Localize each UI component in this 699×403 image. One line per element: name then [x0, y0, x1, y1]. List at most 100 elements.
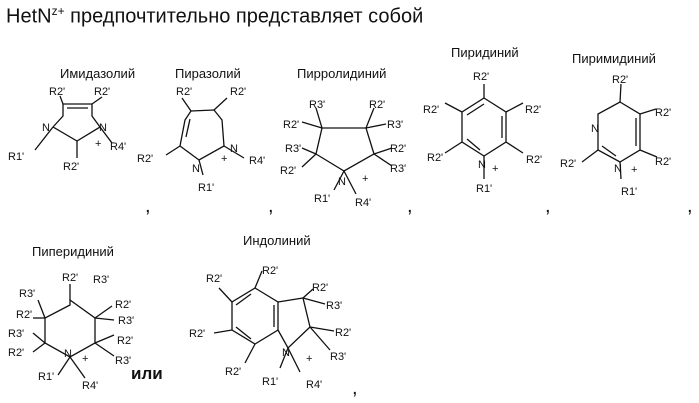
substituent-r1: R1' [314, 193, 330, 205]
bond-line [219, 288, 232, 302]
substituent-r3: R3' [330, 351, 346, 363]
bond-line [245, 344, 255, 363]
bond-line [640, 109, 656, 114]
n-atom: N [99, 122, 107, 134]
bond-line [95, 343, 114, 356]
bond-line [302, 154, 316, 167]
n-atom: N [338, 176, 346, 188]
pyrazolium-structure: N N + R2' R2' R2' R4' R1' [137, 86, 265, 194]
substituent-r3: R3' [390, 163, 406, 175]
bond-line [186, 119, 190, 137]
bond-line [506, 103, 523, 112]
substituent-r2: R2' [230, 86, 246, 98]
n-atom: N [478, 159, 486, 171]
bond-line [445, 142, 462, 153]
substituent-r2: R2' [283, 119, 299, 131]
substituent-r2: R2' [312, 282, 328, 294]
bond-line [316, 128, 374, 171]
imidazolium-structure: N N + R2' R2' R1' R4' R2' [8, 86, 126, 173]
bond-line [303, 298, 325, 304]
bond-line [366, 108, 374, 128]
bond-line [582, 150, 598, 162]
bond-line [302, 148, 316, 154]
bond-line [33, 333, 45, 343]
pyrrolidinium-structure: N + R3' R2' R2' R3' R3' R2' R2' R3' R1' … [280, 99, 406, 209]
substituent-r3: R3' [387, 119, 403, 131]
indolinium-structure: R2' R2' R2' R3' R2' R2' N + R3' R2' R1' … [189, 265, 351, 391]
bond-line [33, 343, 45, 352]
substituent-r3: R3' [93, 274, 109, 286]
bond-line [182, 98, 191, 111]
bond-line [92, 97, 102, 104]
n-atom: N [230, 143, 238, 155]
pyridinium-structure: R2' R2' R2' R2' R2' N + R1' [423, 71, 542, 195]
substituent-r4: R4' [355, 197, 371, 209]
bond-line [95, 335, 114, 343]
substituent-r2: R2' [8, 347, 24, 359]
plus-charge: + [492, 163, 498, 175]
bond-line [366, 124, 386, 128]
substituent-r2: R2' [525, 104, 541, 116]
bond-line [602, 146, 616, 156]
substituent-r1: R1' [198, 182, 214, 194]
n-atom: N [64, 348, 72, 360]
piperidinium-structure: R2' R3' R3' R2' R2' R3' R3' R2' R2' N + … [8, 272, 134, 392]
bond-line [38, 300, 45, 318]
substituent-r2: R2' [560, 158, 576, 170]
plus-charge: + [306, 353, 312, 365]
substituent-r2: R2' [280, 165, 296, 177]
substituent-r2: R2' [335, 327, 351, 339]
bond-line [598, 102, 640, 162]
substituent-r1: R1' [621, 186, 637, 198]
bond-line [445, 103, 462, 112]
bond-line [506, 142, 523, 153]
substituent-r3: R3' [285, 143, 301, 155]
substituent-r2: R2' [115, 299, 131, 311]
substituent-r1: R1' [476, 183, 492, 195]
bond-line [278, 298, 310, 348]
n-atom: N [591, 123, 599, 135]
substituent-r1: R1' [8, 151, 24, 163]
bond-line [166, 146, 180, 155]
substituent-r3: R3' [309, 99, 325, 111]
bond-line [467, 104, 484, 115]
substituent-r3: R3' [118, 315, 134, 327]
substituent-r2: R2' [655, 107, 671, 119]
substituent-r2: R2' [16, 309, 32, 321]
substituent-r4: R4' [249, 155, 265, 167]
n-atom: N [614, 163, 622, 175]
substituent-r2: R2' [117, 335, 133, 347]
pyrimidinium-structure: N N + R2' R2' R2' R2' R1' [560, 74, 671, 198]
substituent-r3: R3' [19, 288, 35, 300]
bond-line [214, 330, 232, 333]
substituent-r2: R2' [427, 152, 443, 164]
bond-line [462, 98, 506, 156]
substituent-r4: R4' [110, 141, 126, 153]
n-atom: N [42, 122, 50, 134]
substituent-r3: R3' [326, 300, 342, 312]
substituent-r2: R2' [612, 74, 628, 86]
bond-line [467, 139, 480, 150]
n-atom: N [282, 347, 290, 359]
substituent-r4: R4' [306, 379, 322, 391]
substituent-r2: R2' [94, 86, 110, 98]
substituent-r2: R2' [49, 86, 65, 98]
bond-line [232, 288, 278, 344]
substituent-r2: R2' [137, 153, 153, 165]
plus-charge: + [82, 353, 88, 365]
substituent-r3: R3' [8, 328, 24, 340]
substituent-r2: R2' [62, 272, 78, 284]
ring-bonds [53, 104, 100, 141]
bond-line [255, 271, 262, 288]
substituent-r2: R2' [262, 265, 278, 277]
bond-line [95, 318, 114, 320]
substituent-r2: R2' [225, 366, 241, 378]
substituent-r3: R3' [115, 355, 131, 367]
substituent-r2: R2' [206, 273, 222, 285]
plus-charge: + [631, 164, 637, 176]
bond-line [214, 98, 227, 110]
plus-charge: + [95, 138, 101, 150]
bond-line [316, 108, 322, 128]
substituent-r2: R2' [526, 154, 542, 166]
